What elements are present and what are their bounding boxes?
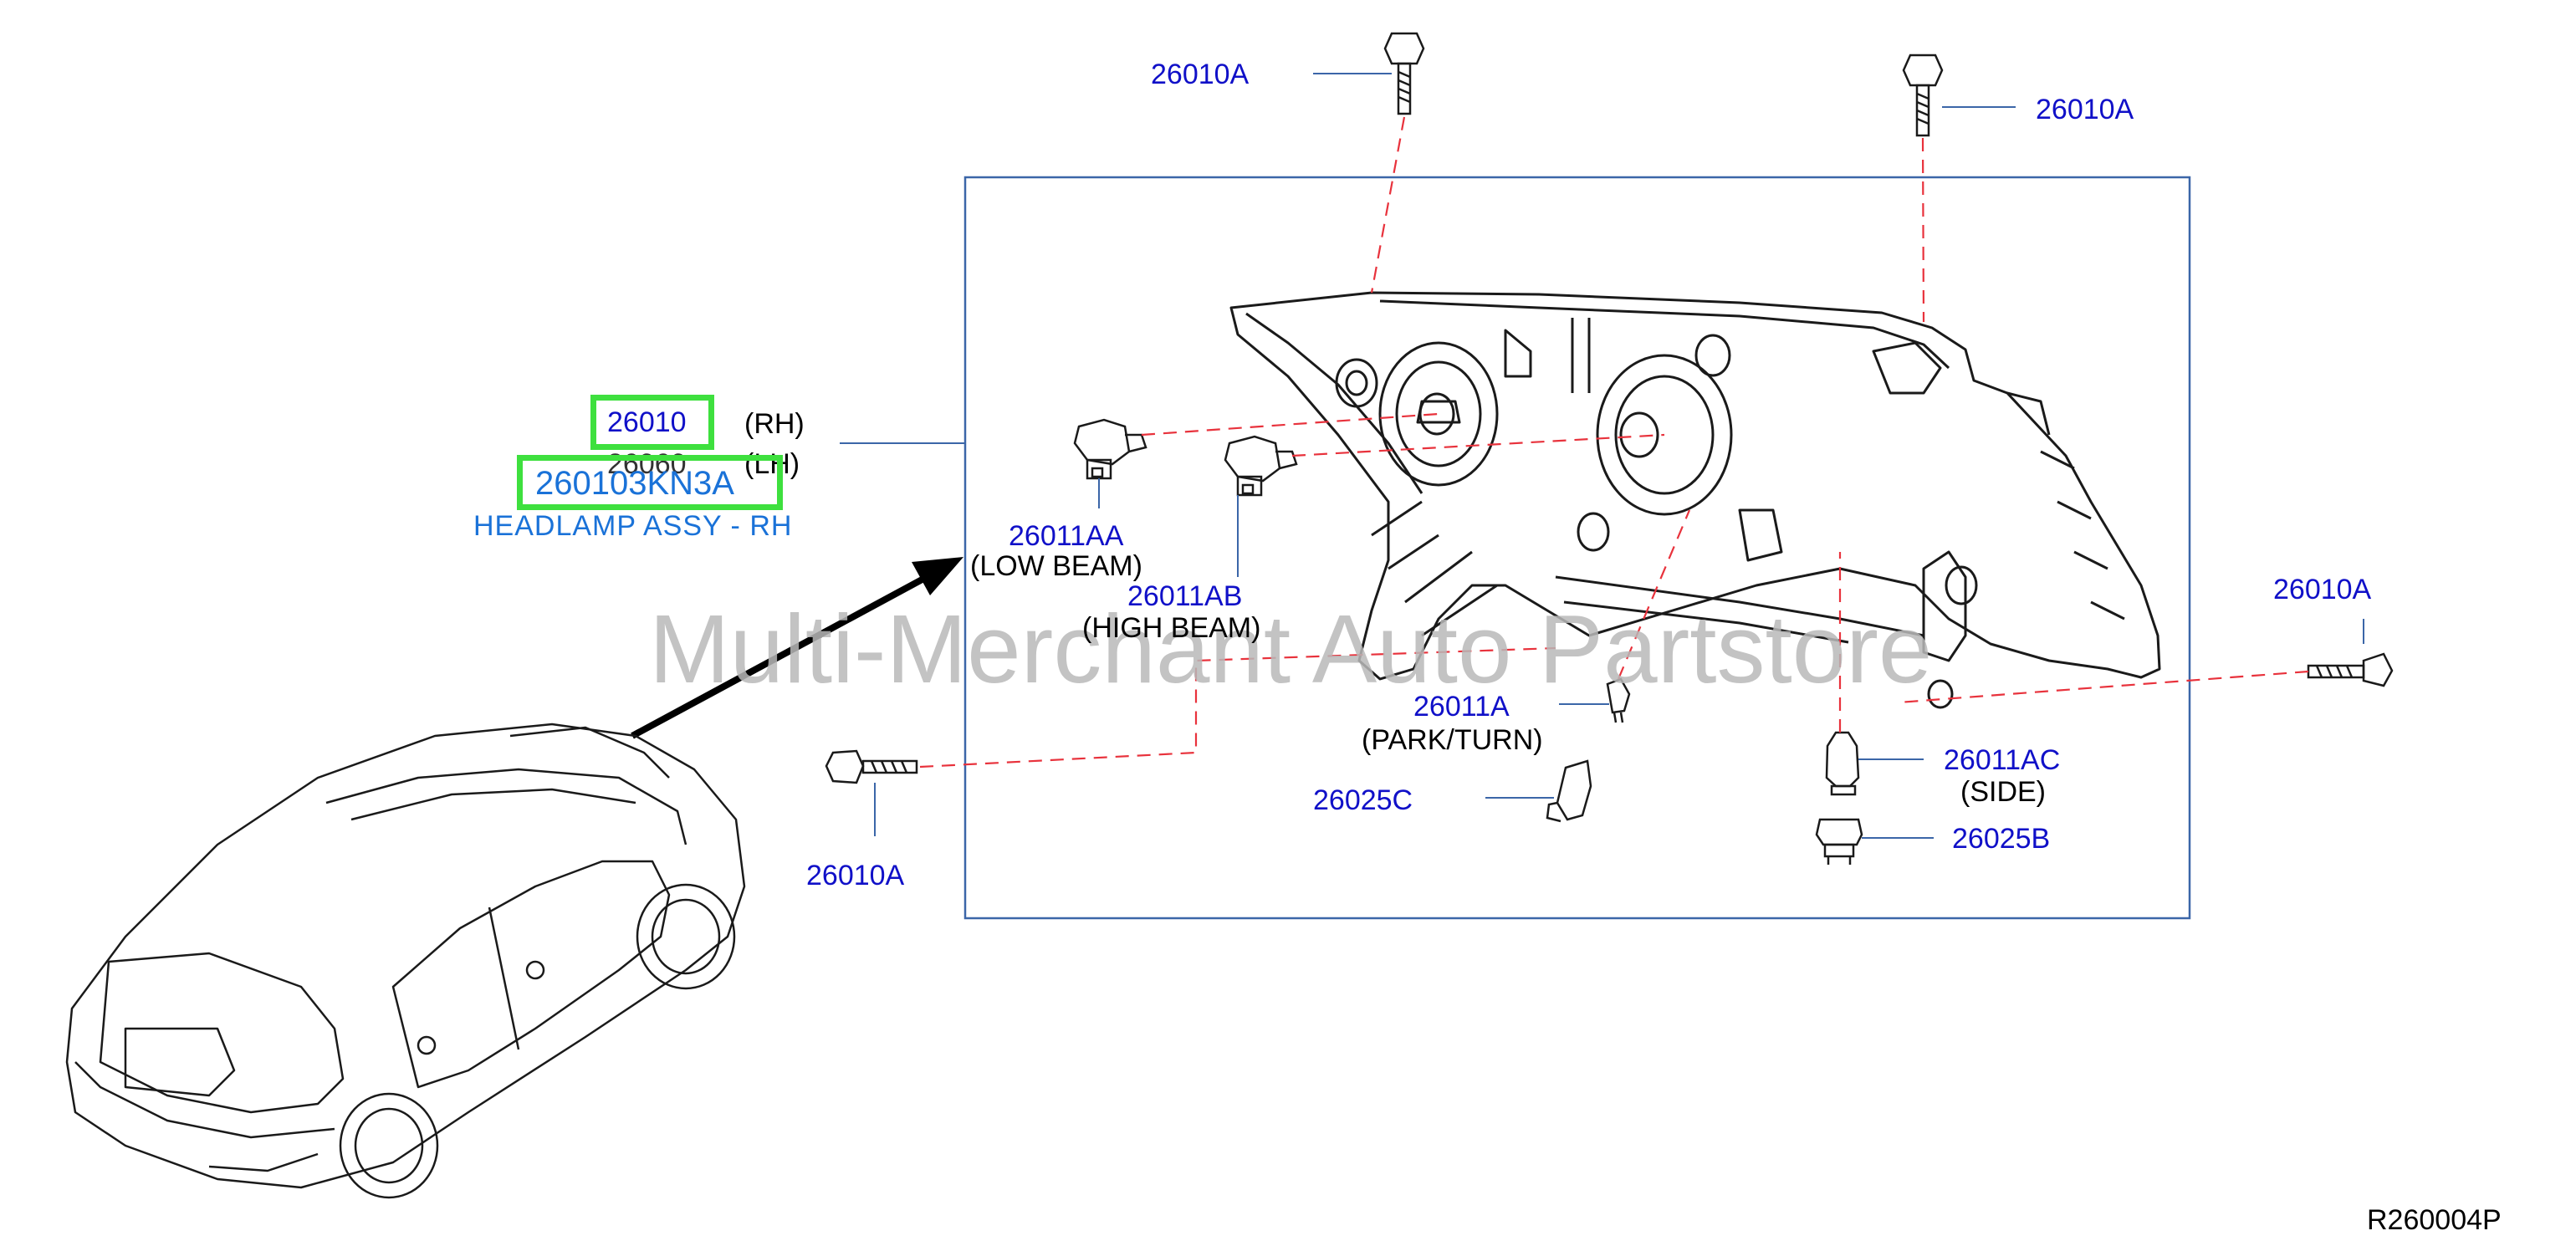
- vehicle-drawing: [65, 723, 746, 1199]
- bolt-top-left: [1383, 32, 1425, 115]
- assembly-lh-side: (LH): [744, 448, 800, 480]
- direction-arrow: [631, 557, 963, 739]
- label-bolt-right[interactable]: 26010A: [2273, 574, 2372, 605]
- bolt-top-right: [1902, 54, 1944, 137]
- label-bulb-high-beam[interactable]: 26011AB: [1127, 580, 1243, 612]
- diagram-reference-code: R260004P: [2367, 1204, 2502, 1236]
- watermark: Multi-Merchant Auto Partstore: [649, 595, 1933, 703]
- assembly-lh-number[interactable]: 26060: [607, 448, 687, 480]
- label-socket-26025b[interactable]: 26025B: [1952, 823, 2051, 855]
- bolt-bottom-left: [825, 749, 918, 784]
- desc-high-beam: (HIGH BEAM): [1082, 612, 1261, 644]
- desc-low-beam: (LOW BEAM): [970, 550, 1142, 582]
- highlight-box-rh-number: [590, 395, 714, 450]
- highlight-box-part-number: [517, 455, 783, 510]
- assembly-rh-number[interactable]: 26010: [607, 406, 687, 438]
- callout-leaders: [874, 73, 2364, 839]
- assembly-name: HEADLAMP ASSY - RH: [473, 510, 793, 542]
- highlighted-part-number[interactable]: 260103KN3A: [535, 465, 734, 502]
- assembly-frame: [963, 176, 2191, 920]
- bulb-low-beam: [1073, 418, 1147, 480]
- bulb-park-turn: [1606, 677, 1631, 723]
- label-bolt-bottom-left[interactable]: 26010A: [806, 860, 905, 891]
- label-bulb-side[interactable]: 26011AC: [1944, 744, 2061, 776]
- headlamp-housing: [1229, 291, 2161, 709]
- label-socket-26025c[interactable]: 26025C: [1313, 784, 1413, 816]
- assembly-rh-side: (RH): [744, 408, 805, 440]
- bulb-high-beam: [1224, 435, 1298, 497]
- desc-park-turn: (PARK/TURN): [1362, 724, 1543, 756]
- label-bolt-top-right[interactable]: 26010A: [2036, 94, 2134, 125]
- socket-26025b: [1815, 818, 1863, 865]
- bulb-side: [1825, 731, 1860, 796]
- label-bulb-park-turn[interactable]: 26011A: [1413, 691, 1510, 723]
- desc-side: (SIDE): [1960, 776, 2046, 808]
- socket-26025c: [1546, 759, 1592, 823]
- label-bulb-low-beam[interactable]: 26011AA: [1009, 520, 1124, 552]
- label-bolt-top-left[interactable]: 26010A: [1151, 59, 1250, 90]
- guide-lines: [919, 116, 2309, 769]
- bolt-right: [2307, 652, 2394, 687]
